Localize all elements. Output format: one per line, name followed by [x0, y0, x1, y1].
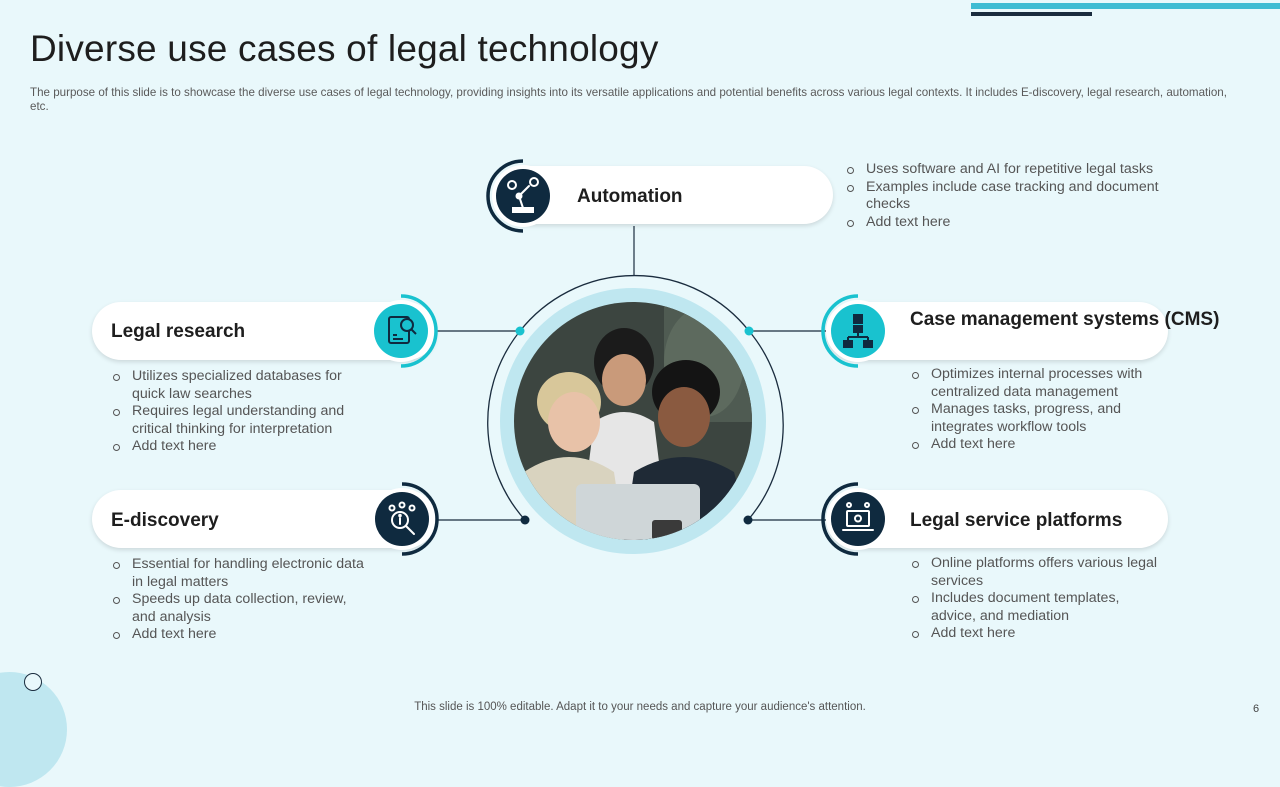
platforms-badge — [820, 481, 896, 557]
laptop-gear-icon — [842, 502, 874, 531]
ediscovery-label: E-discovery — [111, 510, 219, 531]
list-item: Includes document templates, advice, and… — [911, 590, 1161, 625]
list-item: Utilizes specialized databases for quick… — [112, 368, 362, 403]
page-number: 6 — [1253, 703, 1260, 715]
center-photo-frame — [500, 288, 766, 554]
page-title: Diverse use cases of legal technology — [30, 28, 659, 69]
top-accent-bar — [971, 3, 1280, 9]
legal-research-badge — [363, 293, 439, 369]
arc-top — [519, 275, 750, 332]
connector-lines — [437, 226, 826, 525]
list-item: Online platforms offers various legal se… — [911, 555, 1161, 590]
research-document-icon — [388, 316, 417, 344]
list-item: Add text here — [112, 438, 362, 456]
platforms-bullets: Online platforms offers various legal se… — [911, 555, 1161, 643]
robot-arm-icon — [507, 177, 539, 213]
list-item: Examples include case tracking and docum… — [846, 179, 1176, 214]
cms-bullets: Optimizes internal processes with centra… — [911, 366, 1166, 454]
list-item: Uses software and AI for repetitive lega… — [846, 161, 1176, 179]
info-search-icon — [388, 501, 416, 535]
node-dot-ediscovery — [520, 515, 530, 525]
list-item: Optimizes internal processes with centra… — [911, 366, 1166, 401]
cms-badge — [820, 293, 896, 369]
list-item: Manages tasks, progress, and integrates … — [911, 401, 1166, 436]
page-subtitle: The purpose of this slide is to showcase… — [30, 86, 1227, 113]
team-photo — [514, 302, 752, 540]
node-dot-legal-research — [515, 326, 525, 336]
automation-bullets: Uses software and AI for repetitive lega… — [846, 161, 1176, 231]
list-item: Add text here — [112, 626, 367, 644]
platforms-label: Legal service platforms — [910, 510, 1123, 531]
arc-left — [487, 330, 526, 521]
legal-research-label: Legal research — [111, 321, 246, 342]
list-item: Speeds up data collection, review, and a… — [112, 591, 367, 626]
list-item: Essential for handling electronic data i… — [112, 556, 367, 591]
top-accent-bar-dark — [971, 12, 1092, 16]
list-item: Add text here — [911, 625, 1161, 643]
legal-research-bullets: Utilizes specialized databases for quick… — [112, 368, 362, 456]
automation-label: Automation — [577, 186, 683, 207]
footer-note: This slide is 100% editable. Adapt it to… — [414, 701, 866, 713]
node-dot-cms — [744, 326, 754, 336]
arc-right — [747, 330, 784, 521]
automation-badge — [485, 158, 561, 234]
ediscovery-bullets: Essential for handling electronic data i… — [112, 556, 367, 644]
list-item: Requires legal understanding and critica… — [112, 403, 362, 438]
list-item: Add text here — [911, 436, 1166, 454]
cms-label: Case management systems (CMS) — [910, 309, 1220, 330]
ediscovery-badge — [364, 481, 440, 557]
organization-chart-icon — [843, 314, 873, 348]
list-item: Add text here — [846, 214, 1176, 232]
node-dot-platforms — [743, 515, 753, 525]
corner-ring — [24, 673, 42, 691]
